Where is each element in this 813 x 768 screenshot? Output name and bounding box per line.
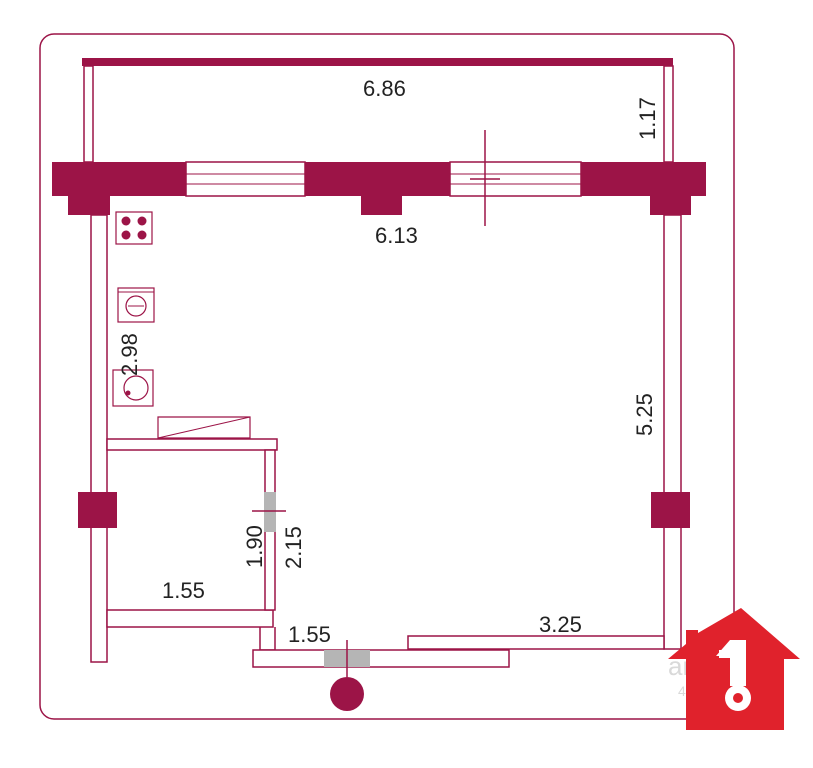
column-left-middle (78, 492, 117, 528)
balcony-right-rail (663, 65, 674, 163)
dimension-bath-width: 1.55 (162, 578, 205, 603)
logo-digit: 1 (800, 759, 801, 761)
bath-door-opening (264, 492, 276, 532)
right-wall (663, 214, 682, 650)
balcony-door (449, 130, 582, 226)
dimension-room-height: 5.25 (632, 393, 657, 436)
window-left (185, 161, 306, 197)
side-walls (78, 214, 690, 663)
entry-wall (259, 627, 276, 651)
dimension-room-width: 6.13 (375, 223, 418, 248)
entrance-dot-icon (330, 677, 364, 711)
dimension-bottom-right: 3.25 (539, 612, 582, 637)
column-top-right (650, 182, 691, 215)
column-top-left (68, 182, 110, 215)
bath-bottom-wall (106, 609, 274, 628)
dimension-entry-width: 1.55 (288, 622, 331, 647)
washing-machine-icon (117, 287, 155, 323)
balcony (82, 58, 674, 163)
dimension-kitchen-length: 2.98 (117, 333, 142, 376)
house-key-icon: 1 (668, 608, 801, 761)
left-wall (90, 214, 108, 663)
column-top-middle (361, 182, 402, 215)
dimension-partition-left: 1.90 (242, 525, 267, 568)
dimension-balcony-depth: 1.17 (635, 97, 660, 140)
sink-icon (112, 369, 154, 407)
column-right-middle (651, 492, 690, 528)
balcony-top-rail (82, 58, 673, 66)
dimension-partition-right: 2.15 (281, 526, 306, 569)
bathroom-partition (106, 416, 286, 611)
stove-icon (115, 211, 153, 245)
entry-wall-lower (252, 649, 510, 668)
outer-frame (39, 33, 735, 720)
bottom-walls (106, 609, 665, 711)
bottom-right-wall (407, 635, 665, 650)
bath-top-wall (106, 438, 278, 451)
top-wall (52, 130, 706, 226)
balcony-left-rail (83, 65, 94, 163)
kitchen-counter-diagonal (157, 416, 251, 439)
dimension-top-width: 6.86 (363, 76, 406, 101)
